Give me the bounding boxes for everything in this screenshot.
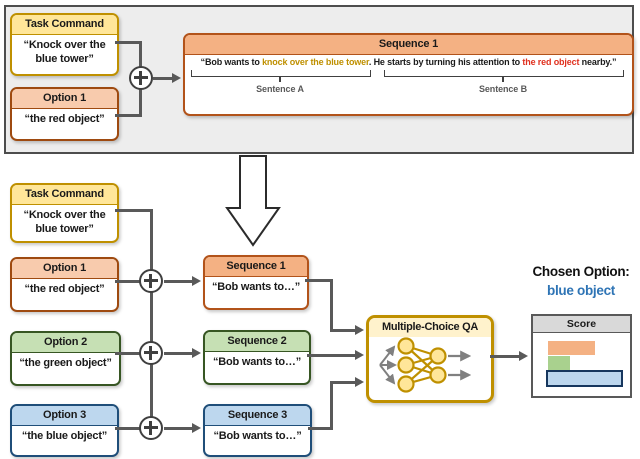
plus-icon — [129, 66, 153, 90]
arrowhead-right-icon — [192, 348, 201, 358]
sequence-1-body: “Bob wants to…” — [211, 281, 301, 293]
connector-line — [115, 426, 140, 430]
sequence-1-header: Sequence 1 — [205, 257, 307, 277]
task-command-box-top: Task Command “Knock over the blue tower” — [10, 13, 119, 76]
option-2-body: “the green object” — [19, 357, 112, 369]
sequence-1-box: Sequence 1 “Bob wants to…” — [203, 255, 309, 310]
arrowhead-right-icon — [192, 276, 201, 286]
connector-line — [308, 426, 333, 430]
score-bar-option-2 — [548, 356, 570, 370]
score-bar-option-3 — [546, 370, 623, 387]
arrowhead-right-icon — [355, 325, 364, 335]
connector-line — [115, 279, 140, 283]
plus-icon — [139, 416, 163, 440]
option-1-header: Option 1 — [12, 259, 117, 279]
arrowhead-right-icon — [355, 350, 364, 360]
task-command-box-bottom: Task Command “Knock over the blue tower” — [10, 183, 119, 243]
sentence-prefix: “Bob wants to — [200, 57, 263, 67]
sentence-task-span: knock over the blue tower — [262, 57, 369, 67]
option-1-body: “the red object” — [24, 113, 105, 125]
sequence-3-body: “Bob wants to…” — [213, 430, 302, 442]
sequence-3-box: Sequence 3 “Bob wants to…” — [203, 404, 312, 457]
score-header: Score — [533, 316, 630, 333]
underbrace-stem — [279, 76, 281, 82]
sequence-1-header: Sequence 1 — [185, 35, 632, 55]
option-1-header: Option 1 — [12, 89, 117, 109]
sentence-mid: . He starts by turning his attention to — [368, 57, 523, 67]
score-chart-box: Score — [531, 314, 632, 398]
sequence-2-box: Sequence 2 “Bob wants to…” — [203, 330, 311, 385]
option-3-box: Option 3 “the blue object” — [10, 404, 119, 457]
connector-line — [330, 380, 356, 384]
mcqa-header: Multiple-Choice QA — [369, 318, 491, 337]
connector-line — [305, 278, 333, 282]
task-command-body: “Knock over the blue tower” — [23, 209, 106, 235]
neural-network-icon — [379, 337, 472, 393]
task-command-header: Task Command — [12, 185, 117, 205]
underbrace-sentence-b — [384, 70, 624, 77]
arrowhead-right-icon — [172, 73, 181, 83]
option-3-header: Option 3 — [12, 406, 117, 426]
sequence-3-header: Sequence 3 — [205, 406, 310, 426]
connector-line — [115, 41, 141, 44]
arrowhead-right-icon — [519, 351, 528, 361]
sequence-1-box-top: Sequence 1 “Bob wants to knock over the … — [183, 33, 634, 116]
option-3-body: “the blue object” — [21, 430, 108, 442]
arrowhead-right-icon — [355, 377, 364, 387]
option-1-box: Option 1 “the red object” — [10, 257, 119, 312]
sequence-2-body: “Bob wants to…” — [212, 356, 302, 368]
plus-icon — [139, 341, 163, 365]
connector-line — [115, 209, 153, 212]
connector-line — [330, 380, 333, 430]
connector-line — [115, 351, 140, 355]
connector-line — [153, 76, 173, 80]
task-command-header: Task Command — [12, 15, 117, 35]
connector-line — [490, 354, 520, 358]
arrow-down-icon — [225, 155, 281, 247]
connector-line — [307, 353, 356, 357]
sequence-2-header: Sequence 2 — [205, 332, 309, 352]
underbrace-sentence-a — [191, 70, 371, 77]
connector-line — [330, 278, 333, 332]
task-command-body: “Knock over the blue tower” — [23, 39, 106, 65]
connector-line — [164, 351, 192, 355]
chosen-option-value: blue object — [547, 283, 615, 298]
connector-line — [164, 426, 192, 430]
option-1-box-top: Option 1 “the red object” — [10, 87, 119, 141]
option-2-header: Option 2 — [12, 333, 119, 353]
connector-line — [164, 279, 192, 283]
sentence-a-label: Sentence A — [256, 84, 304, 94]
arrowhead-right-icon — [192, 423, 201, 433]
plus-icon — [139, 269, 163, 293]
underbrace-stem — [502, 76, 504, 82]
option-1-body: “the red object” — [24, 283, 105, 295]
sentence-option-span: the red object — [522, 57, 580, 67]
connector-line — [115, 114, 141, 117]
sentence-suffix: nearby.” — [579, 57, 617, 67]
option-2-box: Option 2 “the green object” — [10, 331, 121, 386]
score-bar-option-1 — [548, 341, 595, 355]
sequence-1-sentence: “Bob wants to knock over the blue tower.… — [185, 57, 632, 67]
connector-line — [150, 209, 153, 430]
chosen-option-label: Chosen Option: — [532, 264, 630, 279]
connector-line — [330, 328, 356, 332]
sentence-b-label: Sentence B — [478, 84, 528, 94]
